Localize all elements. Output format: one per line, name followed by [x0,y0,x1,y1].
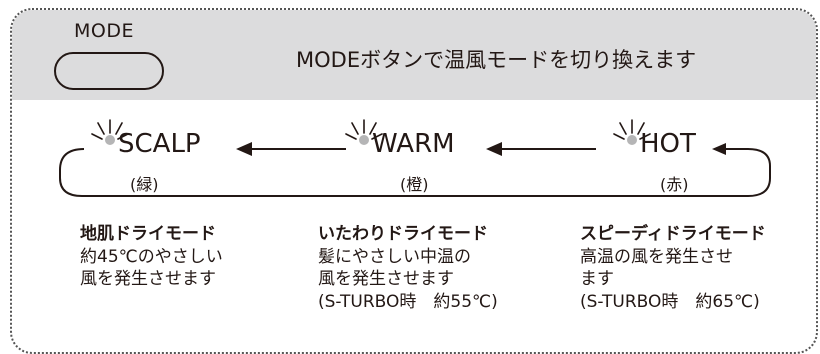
description-title: いたわりドライモード [318,224,488,244]
mode-button[interactable] [54,52,164,90]
description-hot: スピーディドライモード 高温の風を発生させ ます (S-TURBO時 約65℃) [580,223,766,313]
arrow-left-icon [712,143,726,155]
mode-name-scalp: SCALP [118,129,201,159]
description-line: (S-TURBO時 約55℃) [318,291,498,312]
mode-name-warm: WARM [372,129,455,159]
description-warm: いたわりドライモード 髪にやさしい中温の 風を発生させます (S-TURBO時 … [318,223,498,313]
header-band: MODE MODEボタンで温風モードを切り換えます [12,10,816,100]
light-burst-icon [613,119,651,145]
light-burst-icon [345,119,383,145]
description-line: 髪にやさしい中温の [318,246,471,267]
arrow-left-icon [486,142,502,156]
cycle-loop-line [59,148,771,197]
arrow-left-icon [236,142,252,156]
description-line: 約45℃のやさしい [80,246,223,267]
light-burst-icon [91,119,129,145]
description-line: 風を発生させます [80,269,216,289]
description-line: 高温の風を発生させ [580,246,733,267]
diagram-frame: MODE MODEボタンで温風モードを切り換えます [10,8,818,354]
description-scalp: 地肌ドライモード 約45℃のやさしい 風を発生させます [80,223,223,291]
mode-button-label: MODE [74,20,134,42]
description-line: ます [580,269,614,289]
description-line: (S-TURBO時 約65℃) [580,291,760,312]
description-title: スピーディドライモード [580,224,766,244]
mode-color-warm: (橙) [400,175,429,194]
mode-name-hot: HOT [640,129,696,159]
instruction-text: MODEボタンで温風モードを切り換えます [296,48,697,72]
mode-color-hot: (赤) [660,175,689,194]
mode-color-scalp: (緑) [130,175,159,194]
description-line: 風を発生させます [318,269,454,289]
description-title: 地肌ドライモード [80,224,216,244]
